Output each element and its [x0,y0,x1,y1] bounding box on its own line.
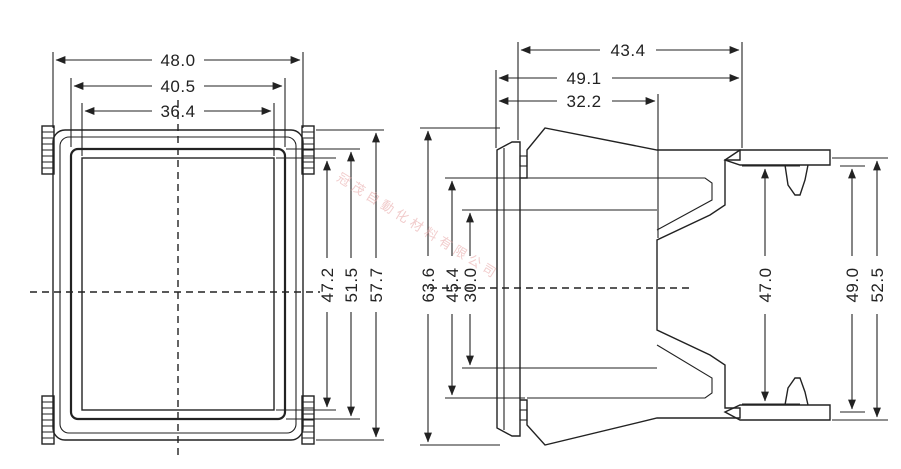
clip-top-left [41,125,55,175]
dim-depth-short: 32.2 [498,92,656,111]
dim-height-flange: 63.6 [419,130,438,443]
dim-height-outer-label: 57.7 [367,267,386,302]
dim-depth-mid-label: 49.1 [566,69,601,88]
watermark-text: 冠 茂 自 動 化 材 料 有 限 公 司 [334,171,498,281]
housing-outline [520,127,741,446]
dim-height-mid: 51.5 [342,151,361,417]
dim-depth-mid: 49.1 [498,69,740,88]
dim-width-mid-label: 40.5 [160,77,195,96]
dim-height-core: 30.0 [461,212,480,366]
dim-height-clip-inner: 47.0 [756,168,775,402]
dim-height-flange-label: 63.6 [419,267,438,302]
dim-width-inner: 36.4 [84,102,272,121]
dim-height-mid-label: 51.5 [342,267,361,302]
side-view: 43.4 49.1 32.2 63.6 45. [419,41,888,446]
lower-strut [527,344,713,399]
dim-height-clip-outer: 52.5 [868,160,887,418]
dim-height-body-label: 45.4 [443,267,462,302]
bottom-clip-hook [784,377,809,406]
clip-top-right [301,125,315,175]
dim-height-inner: 47.2 [318,160,337,408]
clip-bottom-right [301,395,315,445]
dim-height-core-label: 30.0 [461,267,480,302]
dim-height-inner-label: 47.2 [318,267,337,302]
dim-depth-total-label: 43.4 [610,41,645,60]
dim-height-body: 45.4 [443,180,462,396]
dim-height-clip-inner-label: 47.0 [756,267,775,302]
dim-width-outer: 48.0 [55,51,301,70]
front-flange [496,141,521,437]
dim-depth-total: 43.4 [520,41,740,60]
dim-width-outer-label: 48.0 [160,51,195,70]
dim-height-clip-mid-label: 49.0 [843,267,862,302]
top-clip-arm [723,149,831,166]
dim-height-outer: 57.7 [367,132,386,438]
top-clip-hook [784,164,809,196]
front-view: 48.0 40.5 36.4 47.2 51. [30,51,386,455]
upper-strut [527,177,713,231]
dim-width-inner-label: 36.4 [160,102,195,121]
dim-height-clip-outer-label: 52.5 [868,267,887,302]
window-inner [81,157,275,411]
dim-width-mid: 40.5 [73,77,283,96]
dim-height-clip-mid: 49.0 [843,168,862,410]
dim-depth-short-label: 32.2 [566,92,601,111]
clip-bottom-left [41,395,55,445]
bottom-clip-arm [723,404,831,421]
